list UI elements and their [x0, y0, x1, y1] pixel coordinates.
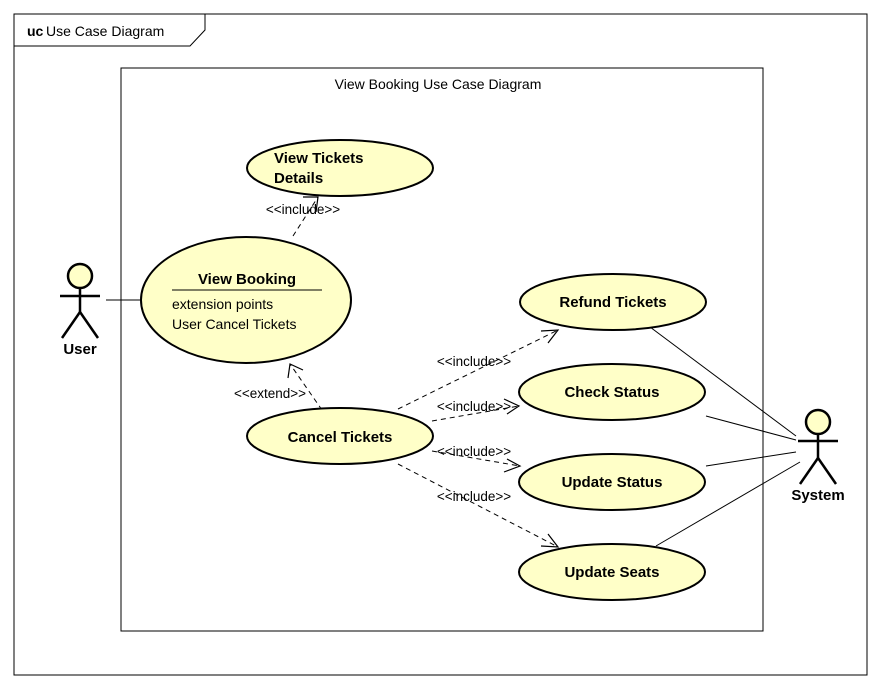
update-status-system-association [705, 451, 797, 467]
include-label: <<include>> [437, 489, 511, 504]
include-view-tickets-details: <<include>> [266, 196, 340, 237]
include-label: <<include>> [437, 354, 511, 369]
use-case-label: Check Status [564, 384, 659, 401]
use-case-label-line1: View Tickets [274, 150, 364, 167]
frame-kind: uc [27, 23, 44, 39]
include-label: <<include>> [437, 444, 511, 459]
associations [106, 299, 801, 547]
refund-system-association [649, 326, 797, 437]
extension-point: User Cancel Tickets [172, 316, 296, 332]
include-update-seats: <<include>> [397, 463, 560, 548]
stick-figure-icon [60, 262, 100, 339]
use-case-label: Update Status [562, 474, 663, 491]
use-case-view-booking[interactable]: View Booking extension points User Cance… [140, 236, 352, 364]
diagram-frame: uc Use Case Diagram [13, 13, 868, 676]
include-label: <<include>> [266, 202, 340, 217]
actor-user[interactable]: User [60, 262, 100, 358]
extend-cancel-tickets: <<extend>> [234, 363, 323, 411]
use-case-update-seats[interactable]: Update Seats [518, 543, 706, 601]
dependencies: <<include>> <<extend>> <<include>> <<inc… [234, 196, 560, 548]
actor-system[interactable]: System [791, 408, 845, 504]
system-boundary-title: View Booking Use Case Diagram [335, 76, 542, 92]
use-case-label: Refund Tickets [559, 294, 666, 311]
actor-label: User [63, 341, 97, 358]
use-case-label-line2: Details [274, 170, 323, 187]
use-case-label: Update Seats [564, 564, 659, 581]
use-case-refund-tickets[interactable]: Refund Tickets [519, 273, 707, 331]
extension-points-heading: extension points [172, 296, 273, 312]
include-refund-tickets: <<include>> [397, 329, 560, 410]
frame-title: Use Case Diagram [46, 23, 164, 39]
use-case-label: View Booking [198, 271, 296, 288]
system-boundary: View Booking Use Case Diagram [120, 67, 764, 632]
use-case-view-tickets-details[interactable]: View Tickets Details [246, 139, 434, 197]
use-case-cancel-tickets[interactable]: Cancel Tickets [246, 407, 434, 465]
include-check-status: <<include>> [431, 398, 521, 422]
include-label: <<include>> [437, 399, 511, 414]
include-update-status: <<include>> [431, 444, 522, 473]
update-seats-system-association [655, 461, 801, 547]
stick-figure-icon [798, 408, 838, 485]
use-case-label: Cancel Tickets [288, 429, 393, 446]
use-case-update-status[interactable]: Update Status [518, 453, 706, 511]
actor-label: System [791, 487, 844, 504]
check-status-system-association [705, 415, 797, 441]
use-case-check-status[interactable]: Check Status [518, 363, 706, 421]
extend-label: <<extend>> [234, 386, 306, 401]
